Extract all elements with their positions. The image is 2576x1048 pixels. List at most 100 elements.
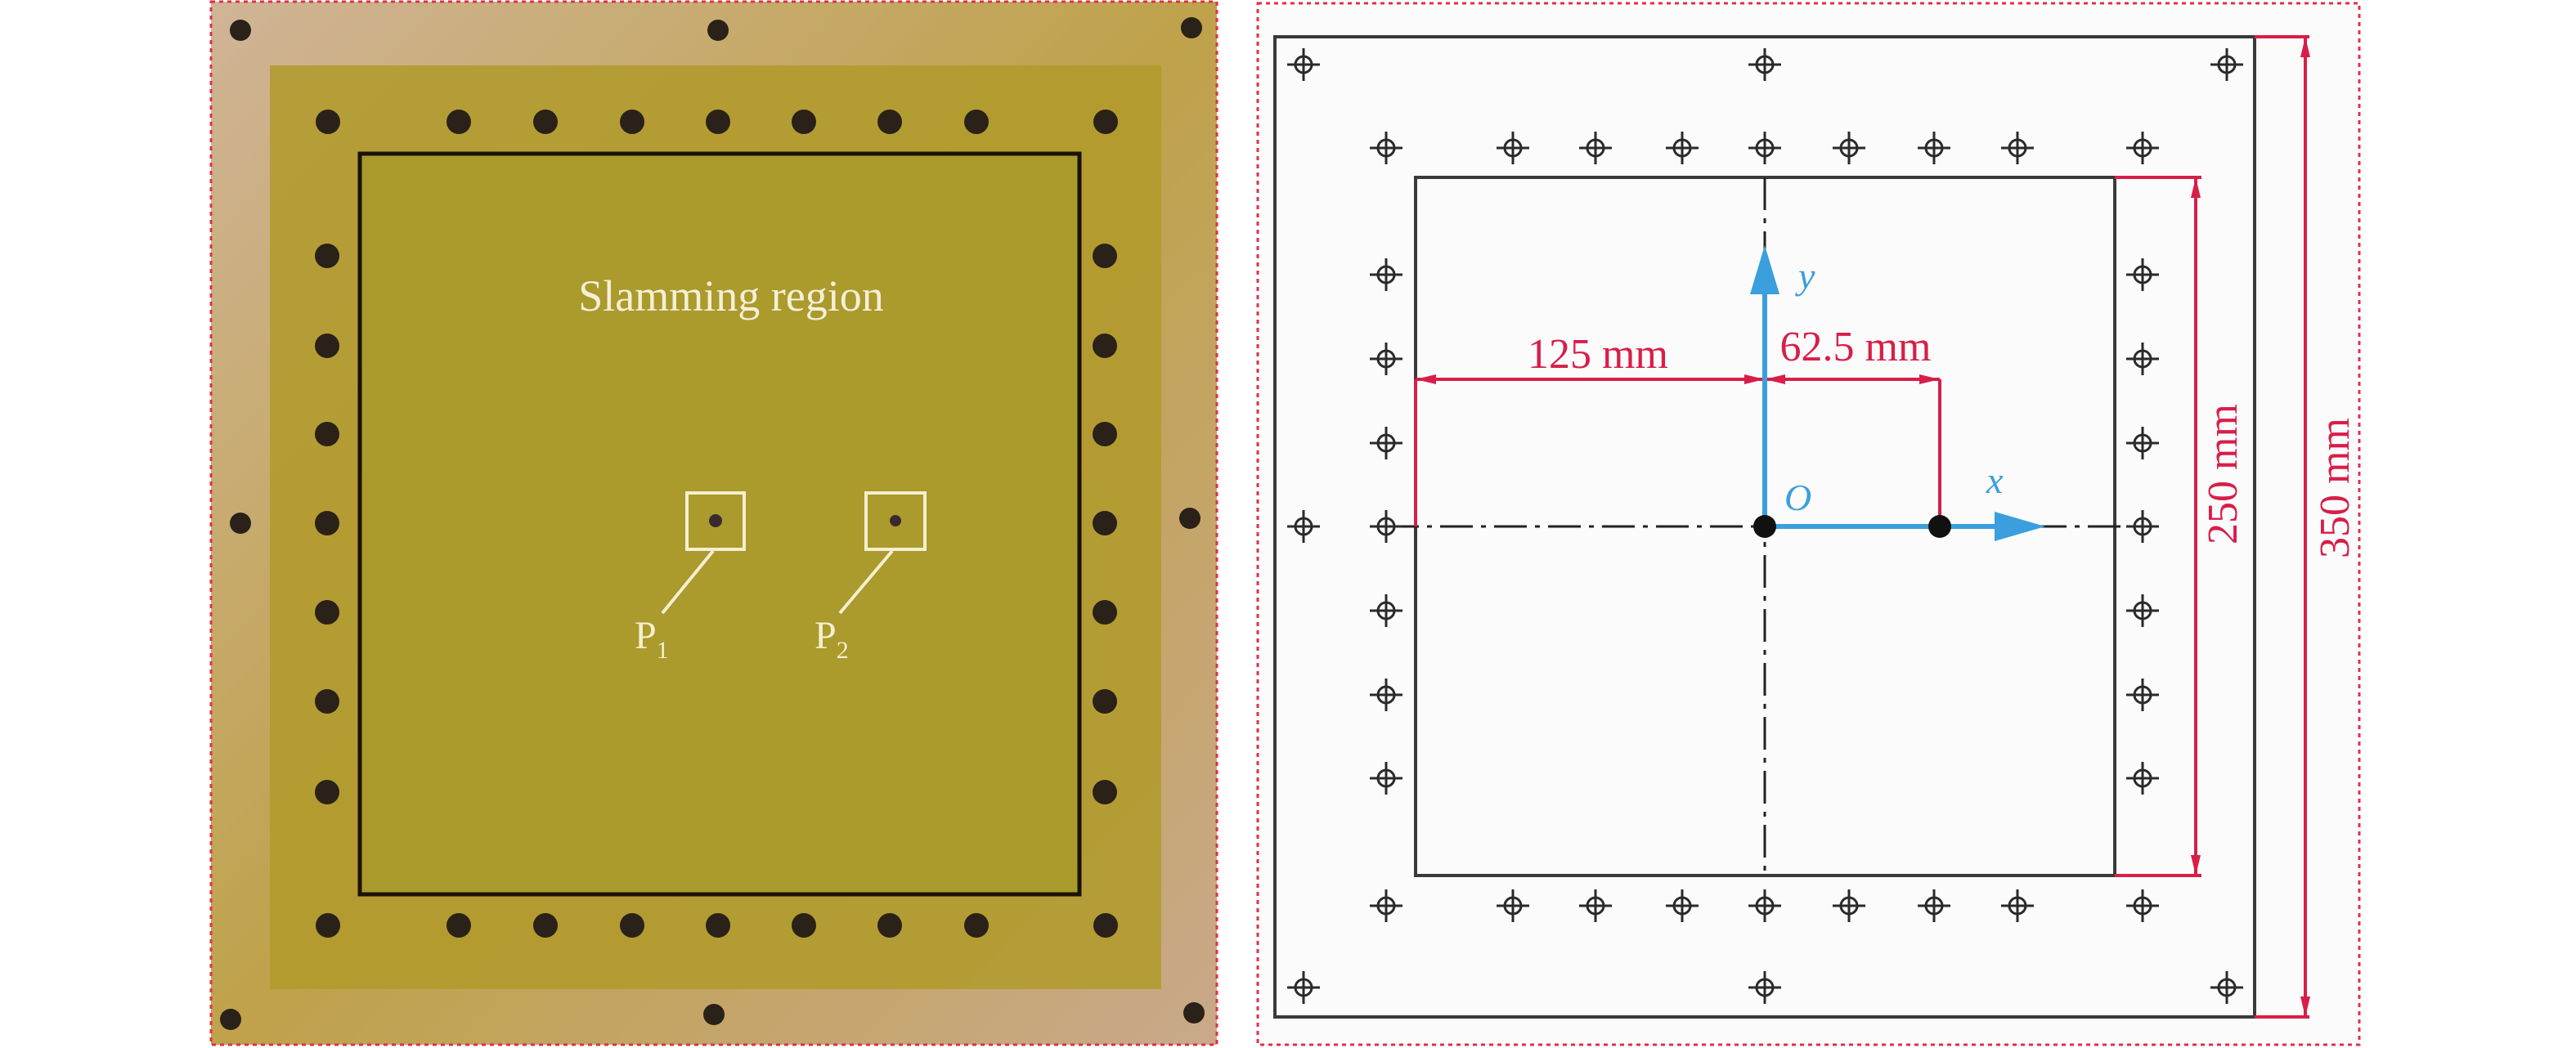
arrowhead <box>2300 37 2310 57</box>
arrowhead <box>2300 996 2310 1017</box>
slamming-region-label: Slamming region <box>578 271 883 320</box>
arrowhead <box>1919 374 1940 384</box>
bolt-hole <box>877 110 902 134</box>
bolt-hole-marker-icon <box>1666 889 1699 922</box>
bolt-hole-marker-icon <box>1918 889 1950 922</box>
bolt-hole-marker-icon <box>1497 132 1529 164</box>
bolt-hole <box>315 600 339 625</box>
bolt-hole <box>620 913 644 938</box>
bolt-hole <box>1093 511 1117 535</box>
dim-62-5-label: 62.5 mm <box>1780 324 1932 370</box>
bolt-hole-marker-icon <box>1918 132 1950 164</box>
bolt-hole-marker-icon <box>1579 889 1612 922</box>
dim-250-label: 250 mm <box>2200 404 2246 544</box>
coordinate-axes: y x O <box>1750 245 2045 541</box>
bolt-hole <box>315 780 339 804</box>
bolt-hole-marker-icon <box>2126 427 2159 459</box>
bolt-hole-marker-icon <box>1370 427 1402 459</box>
bolt-hole-marker-icon <box>1748 889 1781 922</box>
arrowhead <box>2191 855 2201 876</box>
origin-point <box>1753 515 1776 538</box>
bolt-hole-marker-icon <box>1370 132 1402 164</box>
photo-panel: Slamming region P1 P2 <box>209 0 1218 1046</box>
bolt-hole-marker-icon <box>1287 510 1320 543</box>
p1-leader-line <box>661 549 715 615</box>
bolt-hole-marker-icon <box>1833 132 1865 164</box>
bolt-hole <box>792 110 816 134</box>
bolt-hole-marker-icon <box>1370 889 1402 922</box>
bolt-hole <box>230 20 251 41</box>
bolt-hole <box>533 913 558 938</box>
schematic-panel-border <box>1256 2 2361 1046</box>
bolt-hole-marker-icon <box>2126 132 2159 164</box>
bolt-hole <box>1093 600 1117 625</box>
bolt-hole-marker-icon <box>1370 343 1402 375</box>
bolt-hole-marker-icon <box>1579 132 1612 164</box>
p2-sensor <box>890 515 901 526</box>
dimension-arrowheads <box>1416 37 2310 1017</box>
bolt-hole-marker-icon <box>2126 889 2159 922</box>
bolt-hole <box>1183 1002 1205 1023</box>
bolt-hole-marker-icon <box>1748 971 1781 1004</box>
y-axis-arrowhead <box>1750 245 1779 294</box>
x-axis-arrowhead <box>1995 512 2045 541</box>
bolt-hole-marker-icon <box>1370 762 1402 795</box>
p1-sensor <box>709 514 722 527</box>
bolt-hole-marker-icon <box>1287 48 1320 81</box>
bolt-hole-marker-icon <box>2126 679 2159 711</box>
dimension-labels: 125 mm 62.5 mm 250 mm 350 mm <box>1528 324 2358 558</box>
bolt-hole <box>1093 913 1118 938</box>
bolt-hole <box>1093 689 1117 714</box>
bolt-hole <box>877 913 902 938</box>
bolt-hole <box>707 20 729 41</box>
bolt-hole-marker-icon <box>2126 762 2159 795</box>
bolt-hole <box>533 110 558 134</box>
bolt-hole-marker-icon <box>2126 258 2159 291</box>
bolt-hole-marker-icon <box>1497 889 1529 922</box>
dim-350-label: 350 mm <box>2312 418 2358 558</box>
bolt-hole-marker-icon <box>2126 343 2159 375</box>
x-axis-label: x <box>1986 459 2004 501</box>
bolt-hole <box>1093 334 1117 358</box>
bolt-hole <box>1093 780 1117 804</box>
bolt-hole <box>1179 508 1200 529</box>
bolt-hole <box>315 689 339 714</box>
p2-point <box>1928 515 1951 538</box>
bolt-hole <box>315 511 339 535</box>
bolt-hole-marker-icon <box>2210 971 2243 1004</box>
bolt-hole-marker-icon <box>2126 594 2159 627</box>
bolt-hole <box>315 244 339 268</box>
bolt-hole <box>706 110 730 134</box>
bolt-hole <box>315 422 339 446</box>
arrowhead <box>1765 374 1785 384</box>
outer-plate-outline <box>1273 35 2256 1019</box>
bolt-hole <box>964 913 989 938</box>
bolt-hole <box>447 110 471 134</box>
bolt-hole <box>1093 422 1117 446</box>
bolt-hole <box>792 913 816 938</box>
bolt-hole-marker-icon <box>1287 971 1320 1004</box>
bolt-hole-marker-icon <box>1370 679 1402 711</box>
dim-125-label: 125 mm <box>1528 331 1668 378</box>
bolt-hole-marker-icon <box>1666 132 1699 164</box>
schematic-panel: 125 mm 62.5 mm 250 mm 350 mm y x O <box>1256 2 2361 1046</box>
bolt-hole-marker-icon <box>1370 258 1402 291</box>
p2-marker-box <box>864 491 927 551</box>
bolt-hole <box>1093 110 1118 134</box>
bolt-holes <box>220 17 1205 1030</box>
dimension-lines <box>1414 35 2309 1019</box>
p2-leader-line <box>838 549 894 615</box>
bolt-hole-marker-icon <box>1370 510 1402 543</box>
bolt-hole-marker-icon <box>2001 132 2034 164</box>
bolt-hole <box>620 110 644 134</box>
bolt-hole <box>964 110 989 134</box>
bolt-hole-marker-icon <box>2126 510 2159 543</box>
arrowhead <box>1416 374 1436 384</box>
y-axis-label: y <box>1795 255 1815 297</box>
bolt-hole-markers <box>1287 48 2243 1004</box>
bolt-hole <box>1181 17 1202 38</box>
bolt-hole <box>315 334 339 358</box>
p1-marker-box <box>685 491 746 551</box>
origin-label: O <box>1784 477 1811 518</box>
